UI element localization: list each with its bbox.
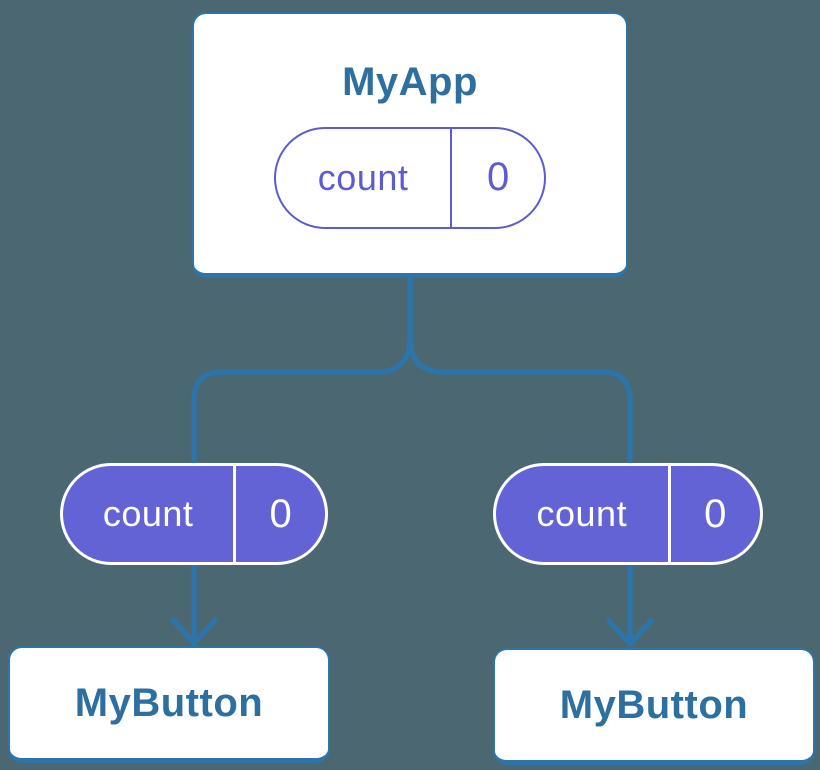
state-pill-value-segment: 0	[450, 128, 544, 227]
state-value-label: 0	[486, 155, 510, 199]
state-name-label: count	[317, 156, 409, 198]
prop-name-label: count	[102, 493, 194, 534]
prop-pill-left-value-segment: 0	[233, 466, 325, 562]
prop-pill-left-name-segment: count	[63, 466, 233, 562]
state-pill-myapp: count 0	[274, 126, 546, 229]
connector-branch-right	[407, 278, 633, 464]
prop-pill-right-name-segment: count	[496, 466, 668, 562]
component-card-mybutton-right: MyButton	[493, 648, 815, 765]
arrow-left-head-icon	[170, 617, 218, 648]
prop-pill-right: count 0	[493, 463, 763, 565]
prop-name-label: count	[536, 493, 628, 534]
component-card-myapp: MyApp count 0	[192, 12, 628, 278]
connector-branch-left	[191, 278, 413, 464]
component-card-mybutton-left: MyButton	[8, 646, 330, 763]
arrow-right-head-icon	[606, 618, 654, 649]
state-pill-name-segment: count	[276, 129, 450, 227]
prop-pill-right-value-segment: 0	[667, 466, 760, 562]
component-title-myapp: MyApp	[342, 59, 478, 104]
prop-value-label: 0	[704, 491, 727, 536]
prop-value-label: 0	[269, 491, 292, 536]
prop-pill-left: count 0	[60, 463, 328, 565]
component-title-mybutton-left: MyButton	[74, 681, 264, 725]
component-title-mybutton-right: MyButton	[559, 683, 749, 727]
